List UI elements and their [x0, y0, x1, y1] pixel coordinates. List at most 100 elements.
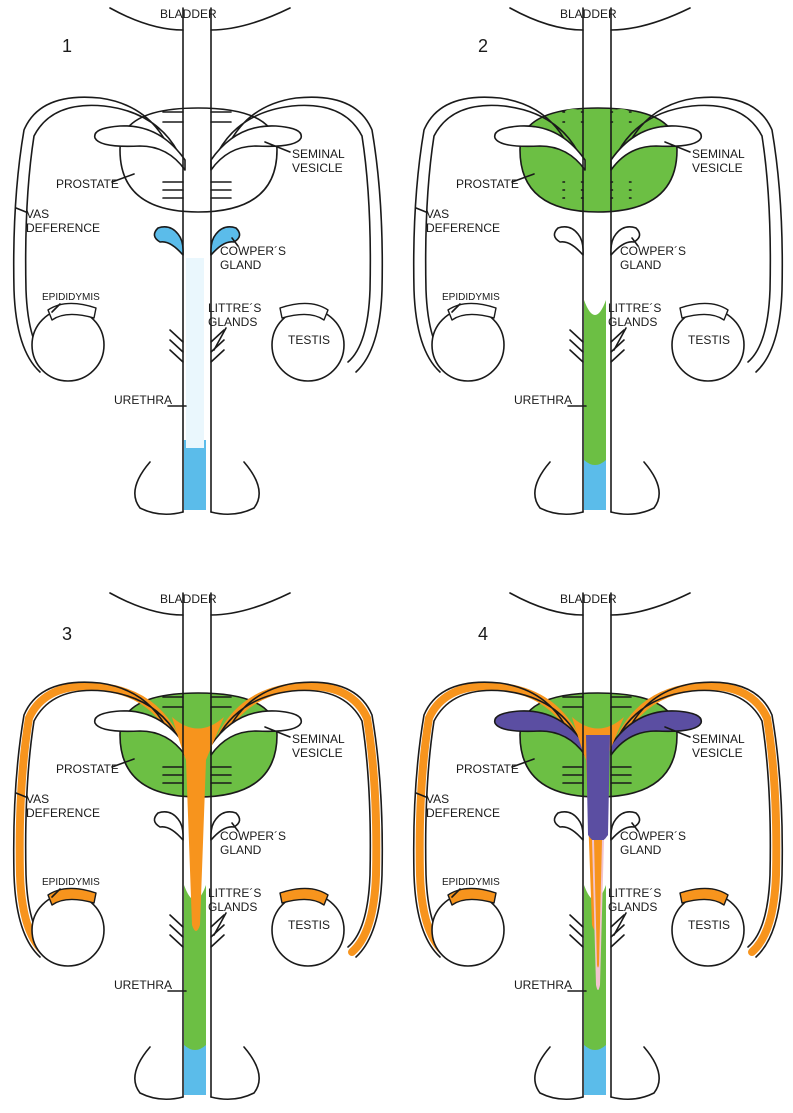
duct-secretion [565, 187, 581, 193]
duct-secretion [565, 195, 581, 201]
cowpers-gland-label: COWPER´SGLAND [220, 244, 286, 272]
prostate-gland [520, 108, 677, 212]
penile-base-left [135, 1047, 183, 1099]
leader-line [214, 328, 226, 350]
cowpers-gland-left [154, 812, 183, 840]
littres-gland [211, 935, 224, 947]
duct-secretion [613, 179, 629, 185]
testis-label: TESTIS [288, 333, 330, 347]
leader-line [614, 328, 626, 350]
littres-gland [570, 915, 583, 927]
littres-gland [170, 915, 183, 927]
prostate-label: PROSTATE [456, 177, 519, 191]
duct-secretion [565, 119, 581, 125]
littres-gland [611, 925, 624, 937]
vas-deference-label: VASDEFERENCE [426, 792, 500, 820]
littres-gland [570, 350, 583, 362]
littres-gland [611, 935, 624, 947]
bladder-label: BLADDER [560, 7, 617, 21]
duct-secretion [613, 187, 629, 193]
urethra-green-body [584, 330, 606, 460]
testis-left [432, 894, 504, 966]
duct-secretion [613, 119, 629, 125]
epididymis-label: EPIDIDYMIS [442, 877, 500, 888]
littres-gland [170, 935, 183, 947]
urethra-label: URETHRA [114, 393, 172, 407]
bladder-label: BLADDER [160, 592, 217, 606]
littres-gland [170, 350, 183, 362]
panel-number: 4 [478, 624, 488, 644]
penile-base-left [135, 462, 183, 514]
duct-secretion [613, 109, 629, 115]
leader-line [416, 208, 426, 212]
littres-gland [170, 340, 183, 352]
duct-secretion [565, 109, 581, 115]
penile-base-left [535, 462, 583, 514]
testis-left [32, 894, 104, 966]
littres-gland [211, 340, 224, 352]
urethra-purple-fill [586, 735, 610, 843]
prostate-label: PROSTATE [456, 762, 519, 776]
littres-gland [170, 925, 183, 937]
bladder-label: BLADDER [560, 592, 617, 606]
littres-gland [170, 330, 183, 342]
littres-gland [570, 330, 583, 342]
cowpers-gland-left [554, 227, 583, 255]
panel-number: 2 [478, 36, 488, 56]
urethra-label: URETHRA [514, 393, 572, 407]
leader-line [214, 913, 226, 935]
panel-number: 1 [62, 36, 72, 56]
littres-gland [570, 935, 583, 947]
prostate-label: PROSTATE [56, 762, 119, 776]
panel-number: 3 [62, 624, 72, 644]
epididymis-label: EPIDIDYMIS [442, 292, 500, 303]
panel-1: 1BLADDERSEMINALVESICLEPROSTATEVASDEFEREN… [14, 7, 383, 514]
penile-base-left [535, 1047, 583, 1099]
testis-label: TESTIS [688, 333, 730, 347]
cowpers-gland-left [154, 227, 183, 255]
littres-gland [611, 340, 624, 352]
vas-deference-label: VASDEFERENCE [426, 207, 500, 235]
littres-glands-label: LITTRE´SGLANDS [608, 301, 661, 329]
littres-gland [611, 350, 624, 362]
testis-left [432, 309, 504, 381]
epididymis-label: EPIDIDYMIS [42, 877, 100, 888]
penile-base-right [611, 1047, 659, 1099]
testis-label: TESTIS [688, 918, 730, 932]
prostate-gland [120, 108, 277, 212]
panel-3: 3 BLADDER SEMINALVESICLE PROSTATE VASDEFEREN… [14, 592, 383, 1099]
urethra-label: URETHRA [114, 978, 172, 992]
cowpers-gland-left [554, 812, 583, 840]
littres-gland [570, 925, 583, 937]
urethra-label: URETHRA [514, 978, 572, 992]
testis-left [32, 309, 104, 381]
urethra-lower-fill [184, 440, 206, 510]
penile-base-right [211, 462, 259, 514]
leader-line [16, 208, 26, 212]
penile-base-right [611, 462, 659, 514]
duct-secretion [565, 179, 581, 185]
bladder-label: BLADDER [160, 7, 217, 21]
duct-secretion [613, 195, 629, 201]
littres-gland [570, 340, 583, 352]
prostate-label: PROSTATE [56, 177, 119, 191]
littres-gland [211, 350, 224, 362]
littres-gland [211, 925, 224, 937]
testis-label: TESTIS [288, 918, 330, 932]
penile-base-right [211, 1047, 259, 1099]
urethra-pale-fill [186, 258, 204, 448]
cowpers-gland-label: COWPER´SGLAND [620, 244, 686, 272]
